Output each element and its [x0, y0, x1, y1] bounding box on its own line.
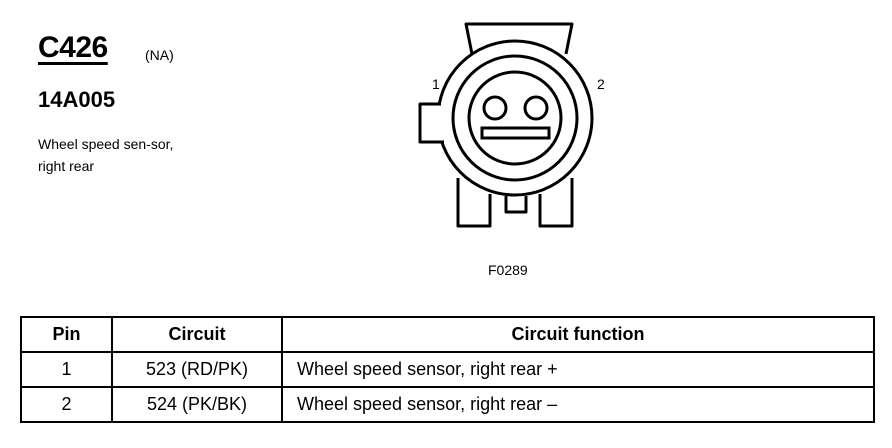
table-row: 2 524 (PK/BK) Wheel speed sensor, right … [20, 386, 875, 423]
cell-circuit: 523 (RD/PK) [111, 351, 283, 388]
cell-function: Wheel speed sensor, right rear + [281, 351, 875, 388]
header-circuit: Circuit [111, 316, 283, 353]
top-latch [464, 22, 574, 55]
cell-circuit: 524 (PK/BK) [111, 386, 283, 423]
pin-label-2: 2 [597, 76, 605, 92]
table-header-row: Pin Circuit Circuit function [20, 316, 875, 353]
terminals [480, 95, 551, 140]
connector-housing [418, 22, 594, 228]
terminal-bar [480, 126, 551, 140]
center-key [504, 196, 528, 214]
terminal-1 [482, 95, 508, 121]
cell-function: Wheel speed sensor, right rear – [281, 386, 875, 423]
cell-pin: 1 [20, 351, 113, 388]
connector-description: Wheel speed sen-sor, right rear [38, 136, 174, 174]
left-leg [456, 178, 492, 228]
cell-pin: 2 [20, 386, 113, 423]
table-row: 1 523 (RD/PK) Wheel speed sensor, right … [20, 351, 875, 388]
terminal-face [467, 70, 563, 166]
inner-ring [451, 54, 579, 182]
figure-code: F0289 [488, 262, 528, 278]
header-pin: Pin [20, 316, 113, 353]
connector-id: C426 [38, 31, 108, 64]
pinout-table: Pin Circuit Circuit function 1 523 (RD/P… [20, 316, 875, 423]
connector-note: (NA) [145, 47, 174, 63]
left-tab [418, 102, 444, 144]
outer-body [436, 39, 594, 197]
pin-label-1: 1 [432, 76, 440, 92]
connector-diagram [418, 22, 594, 228]
terminal-2 [523, 95, 549, 121]
part-number: 14A005 [38, 87, 116, 112]
header-circuit-function: Circuit function [281, 316, 875, 353]
right-leg [538, 178, 574, 228]
